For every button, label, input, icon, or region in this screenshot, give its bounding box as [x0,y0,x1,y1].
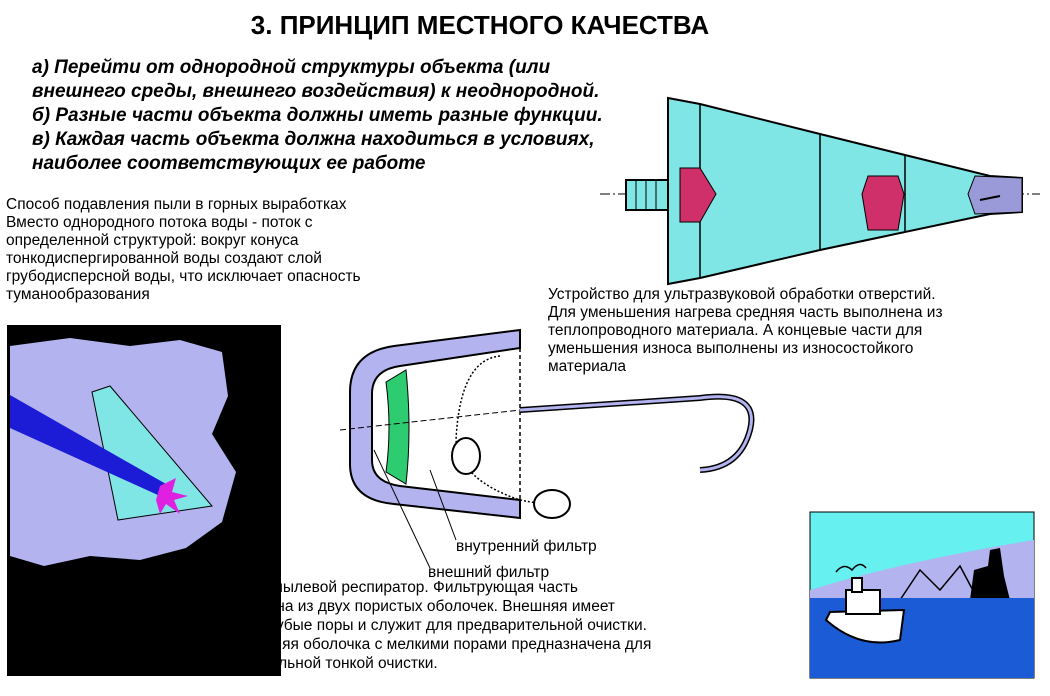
coarse-water-layer [91,385,213,521]
caption-line: Вместо однородного потока воды - поток с [6,214,313,231]
caption-line: тонкодиспергированной воды создают слой [6,250,322,267]
ship-funnel [851,577,863,593]
principle-line: а) Перейти от однородной структуры объек… [32,57,551,78]
water-jet [10,395,166,496]
dust-suppression-caption: Способ подавления пыли в горных выработк… [6,196,361,304]
caption-line: грубодисперсной воды, что исключает опас… [6,268,361,285]
caption-line: Устройство для ультразвуковой обработки … [548,286,936,303]
caption-line: теплопроводного материала. А концевые ча… [548,322,923,339]
page-title: 3. ПРИНЦИП МЕСТНОГО КАЧЕСТВА [250,10,710,40]
caption-line: туманообразования [6,286,150,303]
dark-rock [970,548,1010,600]
valve-upper [451,437,481,475]
ship-hull [824,608,906,644]
caption-line: Противопылевой респиратор. Фильтрующая ч… [214,579,579,596]
principle-line: наиболее соответствующих ее работе [32,153,426,174]
sea [810,598,1034,678]
tip-screw [979,195,1001,201]
wear-insert-middle [861,175,905,231]
inner-filter-layer [385,369,410,485]
caption-line: определенной структурой: вокруг конуса [6,232,299,249]
outer-filter-shell [349,328,521,520]
principle-line: внешнего среды, внешнего воздействия) к … [32,81,600,102]
principles-list: а) Перейти от однородной структуры объек… [32,56,603,176]
caption-line: выполнена из двух пористых оболочек. Вне… [214,598,616,615]
outer-filter-label: внешний фильтр [428,564,550,581]
caption-line: Внутренняя оболочка с мелкими порами пре… [214,636,652,653]
hose-inner [519,395,753,472]
principle-line: б) Разные части объекта должны иметь раз… [32,105,603,126]
wear-insert-tip [967,175,1023,215]
mask-axis [339,409,521,431]
leader-line-inner [429,469,457,541]
caption-line: Способ подавления пыли в горных выработк… [6,196,347,213]
valve-lower [533,489,571,519]
leader-line-outer [373,449,431,569]
caption-line: материала [548,358,627,375]
inner-filter-label: внутренний фильтр [456,538,597,555]
respirator-caption: Противопылевой респиратор. Фильтрующая ч… [214,578,651,673]
dust-cloud-icon [156,478,188,514]
principle-line: в) Каждая часть объекта должна находитьс… [32,129,595,150]
ship-cabin [845,589,881,615]
caption-line: более грубые поры и служит для предварит… [214,617,647,634]
ultrasonic-caption: Устройство для ультразвуковой обработки … [548,286,943,376]
smoke [835,563,867,573]
caption-line: Для уменьшения нагрева средняя часть вып… [548,304,943,321]
wear-insert-left [679,167,717,223]
caption-line: уменьшения износа выполнены из износосто… [548,340,914,357]
